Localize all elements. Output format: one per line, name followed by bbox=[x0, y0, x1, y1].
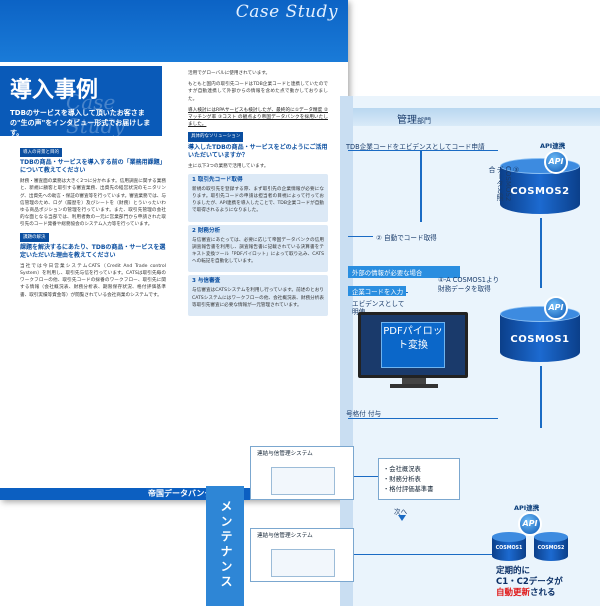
section-heading-concrete: 導入したTDBの商品・サービスをどのようにご活用いただいていますか？ bbox=[188, 143, 328, 159]
management-header-bar bbox=[353, 108, 600, 126]
system-box-bottom-title: 連結与信管理システム bbox=[257, 533, 313, 539]
section-tag-concrete: 具体的なソリューション bbox=[188, 132, 244, 142]
box-code-acquisition: 1 取引先コード取得 新規の取引先を登録する際、まず取引先の企業情報が必要になり… bbox=[188, 173, 328, 222]
column-2: 活用でグローバルに使用されています。 もともと国内の取引先コードはTDB企業コー… bbox=[188, 70, 328, 319]
cosmos1-label: COSMOS1 bbox=[510, 334, 570, 345]
monitor-stand bbox=[402, 378, 426, 384]
section-tag-solution: 課題の解決 bbox=[20, 232, 49, 242]
system-box-top-title: 連結与信管理システム bbox=[257, 451, 313, 457]
maintenance-label: メンテナンス bbox=[219, 500, 233, 590]
pdf-pilot-badge: PDFパイロット変換 bbox=[381, 322, 445, 368]
periodic-rest-text: される bbox=[530, 588, 556, 598]
header-band: Case Study bbox=[0, 0, 348, 62]
flow-line-2 bbox=[348, 150, 498, 151]
box-title-1: 1 取引先コード取得 bbox=[192, 176, 243, 183]
cosmos2-body bbox=[500, 166, 580, 214]
col2-intro: 活用でグローバルに使用されています。 bbox=[188, 71, 271, 76]
header-case-study: Case Study bbox=[235, 2, 338, 22]
tdb-logo: 帝国データバンク bbox=[148, 489, 213, 498]
small-db-cosmos1-label: COSMOS1 bbox=[495, 546, 523, 551]
next-label: 次へ bbox=[394, 508, 408, 516]
small-db-cosmos2-label: COSMOS2 bbox=[537, 546, 565, 551]
periodic-red-text: 自動更新 bbox=[496, 588, 531, 598]
box-body-2: 与信審査にあたっては、必要に応じて帝国データバンクの信用調査報告書を利用し、調査… bbox=[192, 237, 324, 265]
document-list: ・会社概況表 ・財務分析表 ・格付評価基準書 bbox=[378, 458, 460, 500]
box-body-1: 新規の取引先を登録する際、まず取引先の企業情報が必要になります。取引先コードの申… bbox=[192, 186, 324, 214]
lane-text-evidence: エビデンスとして bbox=[352, 300, 405, 308]
section-tag-background: 導入の背景と目的 bbox=[20, 148, 62, 158]
flow-line-8 bbox=[354, 476, 378, 477]
band-text-external: 外部の情報が必要な場合 bbox=[352, 269, 423, 277]
maintenance-band bbox=[206, 486, 244, 606]
title-ghost-text: Case Study bbox=[66, 90, 125, 138]
api-label-top: API連携 bbox=[540, 142, 566, 150]
section-heading-solution: 課題を解決するにあたり、TDBの商品・サービスを選定いただいた理由を教えてくださ… bbox=[20, 243, 166, 259]
code-input-band bbox=[348, 286, 406, 296]
cosmos1-database: COSMOS1 bbox=[500, 306, 580, 366]
small-db-cosmos1-top bbox=[492, 532, 526, 542]
flow-line-9 bbox=[354, 554, 492, 555]
periodic-line-3: 自動更新される bbox=[496, 588, 563, 599]
doc-list-item-2: ・財務分析表 bbox=[383, 476, 421, 483]
lane-text-cosmos1-fetch: ④-A COSMOS1より財務データを取得 bbox=[438, 276, 500, 293]
small-db-cosmos2-top bbox=[534, 532, 568, 542]
periodic-line-2: C1・C2データが bbox=[496, 577, 563, 587]
system-box-bottom-inner bbox=[271, 549, 335, 577]
periodic-update-note: 定期的に C1・C2データが 自動更新される bbox=[496, 566, 563, 599]
api-icon: API bbox=[544, 150, 568, 174]
small-db-cosmos1: COSMOS1 bbox=[492, 532, 526, 562]
system-box-bottom: 連結与信管理システム bbox=[250, 528, 354, 582]
arrow-down-icon bbox=[398, 515, 406, 521]
system-box-top: 連結与信管理システム bbox=[250, 446, 354, 500]
band-text-code-input: 企業コードを入力 bbox=[352, 288, 404, 296]
box-title-2: 2 財務分析 bbox=[192, 227, 221, 234]
external-info-band bbox=[348, 266, 460, 278]
box-title-3: 3 与信審査 bbox=[192, 278, 221, 285]
col2-lead: 主に以下3つの業務で活用しています。 bbox=[188, 163, 269, 169]
lane-text-auto-code: ② 自動でコード取得 bbox=[376, 234, 437, 242]
small-db-cosmos2: COSMOS2 bbox=[534, 532, 568, 562]
box-credit-review: 3 与信審査 与信審査はCATSシステムを利用し行っています。前述のとおりCAT… bbox=[188, 275, 328, 317]
page-title: 導入事例 bbox=[10, 78, 99, 103]
flow-line-6 bbox=[540, 218, 542, 288]
column-1: 導入の背景と目的 TDBの商品・サービスを導入する前の「業務用課題」について教え… bbox=[20, 148, 166, 303]
title-block: Case Study 導入事例 TDBのサービスを導入して頂いたお客さまの"生の… bbox=[0, 66, 162, 138]
left-brochure-page: Case Study Case Study 導入事例 TDBのサービスを導入して… bbox=[0, 0, 348, 500]
management-title: 管理 bbox=[397, 115, 417, 126]
doc-list-item-3: ・格付評価基準書 bbox=[383, 486, 434, 493]
cosmos1-body bbox=[500, 314, 580, 362]
flow-line-3 bbox=[348, 236, 373, 237]
box-financial-analysis: 2 財務分析 与信審査にあたっては、必要に応じて帝国データバンクの信用調査報告書… bbox=[188, 224, 328, 273]
system-box-top-inner bbox=[271, 467, 335, 495]
doc-list-item-1: ・会社概況表 bbox=[383, 466, 421, 473]
api-icon-2: API bbox=[544, 296, 568, 320]
section-body-solution: 当社では今日営業システムCATS（Credit And Trade contro… bbox=[20, 263, 166, 298]
col2-underline-text: 導入検討にはRPAサービスも検討したが、最終的に①データ精度 ②マッチング率 ③… bbox=[188, 107, 328, 128]
monitor-base bbox=[390, 384, 438, 388]
flow-line-1 bbox=[420, 150, 422, 222]
management-label: 管理部門 bbox=[397, 111, 431, 126]
periodic-line-1: 定期的に bbox=[496, 566, 531, 576]
flow-line-7 bbox=[540, 366, 542, 428]
management-subtitle: 部門 bbox=[417, 117, 431, 125]
section-heading-background: TDBの商品・サービスを導入する前の「業務用課題」について教えてください bbox=[20, 159, 166, 175]
cosmos2-label: COSMOS2 bbox=[510, 186, 570, 197]
cosmos1-top bbox=[500, 306, 580, 322]
section-body-background: 財務・審査面の業務は大きく2つに分かれます。信用調査に関する業務と、新規に顧客と… bbox=[20, 179, 166, 228]
col2-body: もともと国内の取引先コードはTDB企業コードと連携していたのですが自動連携して外… bbox=[188, 82, 328, 102]
vtext-cosmos2-match: ③ COSMOS2データと照合 bbox=[488, 166, 520, 202]
api-label-bottom: API連携 bbox=[514, 504, 540, 512]
api-icon-3: API bbox=[518, 512, 542, 536]
flow-line-5 bbox=[348, 418, 498, 419]
box-body-3: 与信審査はCATSシステムを利用し行っています。前述のとおりCATSシステムには… bbox=[192, 288, 324, 308]
lane-text-code-request: TDB企業コードをエビデンスとしてコード申請 bbox=[346, 143, 485, 151]
lane-text-rating: 号格付 付与 bbox=[346, 410, 382, 418]
page-subtitle: TDBのサービスを導入して頂いたお客さまの"生の声"をインタビュー形式でお届けし… bbox=[10, 109, 151, 137]
